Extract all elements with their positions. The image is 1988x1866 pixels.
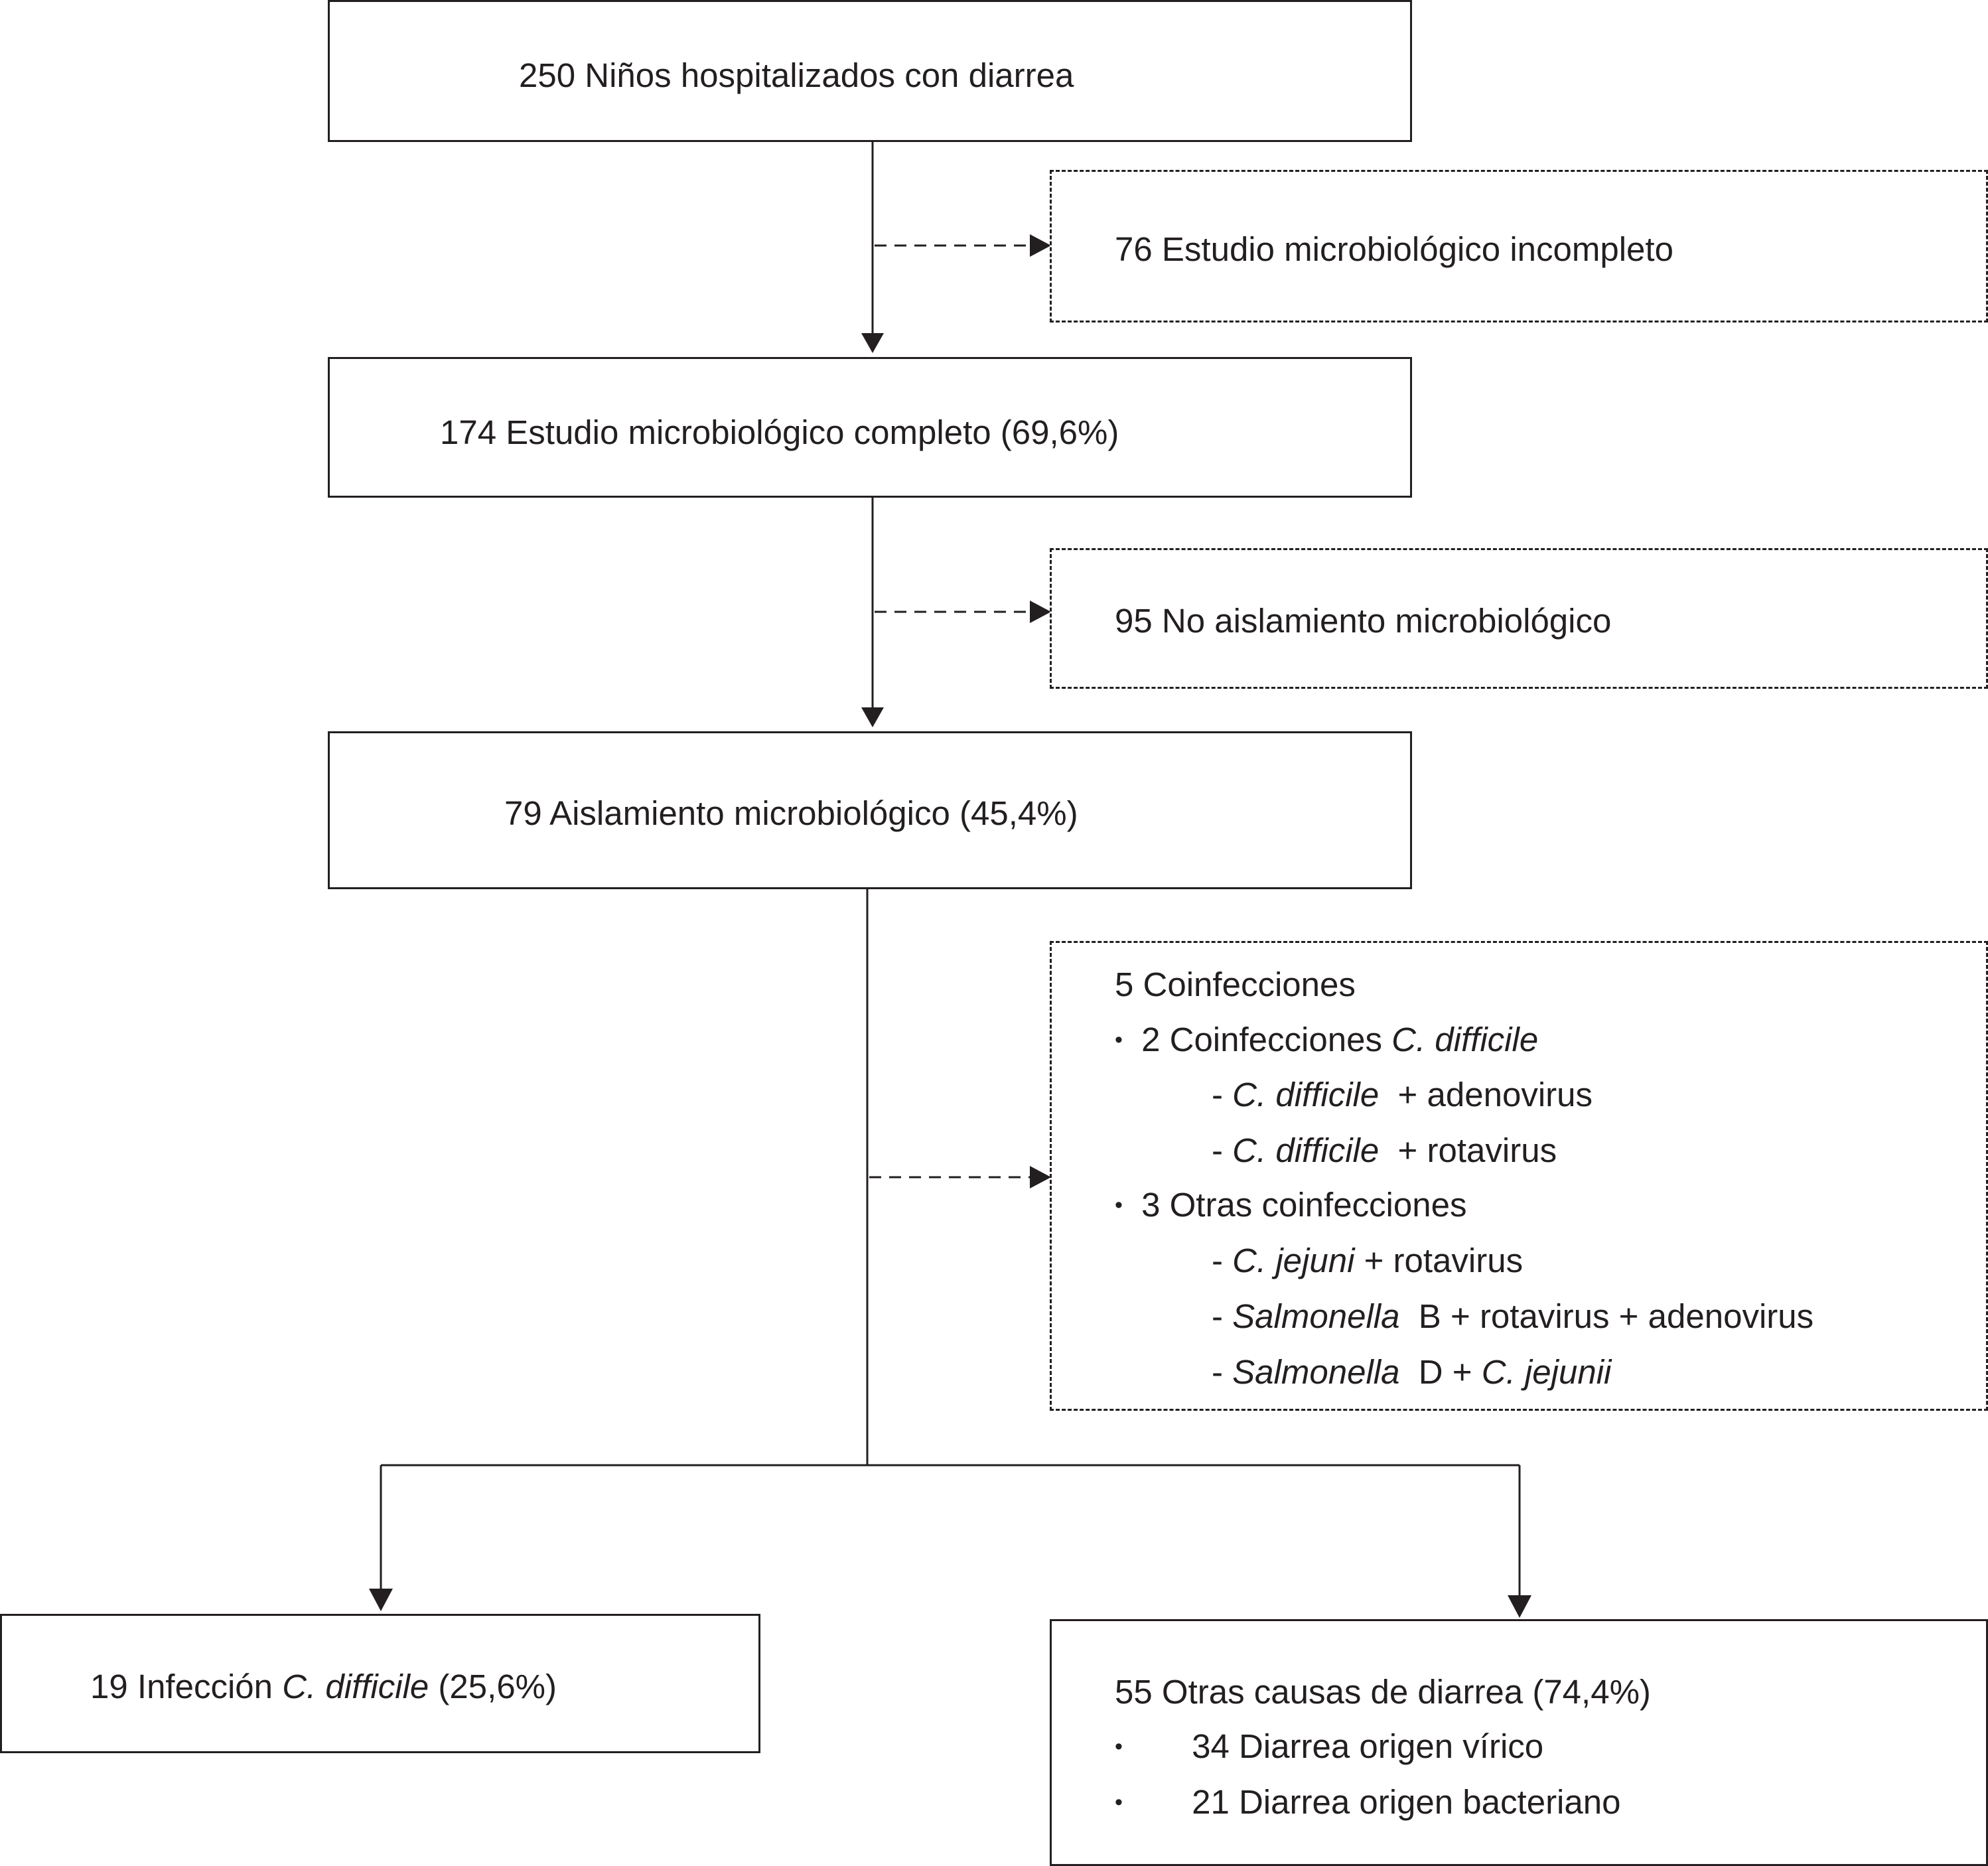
coinfection-item: - C. difficile + adenovirus [1212, 1076, 1593, 1113]
bullet: • [1115, 1192, 1123, 1218]
bullet: • [1115, 1734, 1123, 1759]
coinfection-item: - C. difficile + rotavirus [1212, 1131, 1557, 1169]
box-coinfections [1050, 941, 1988, 1411]
box-cdifficile-infection [0, 1614, 760, 1753]
box-no-isolation [1050, 548, 1988, 689]
box-no-isolation-text: 95 No aislamiento microbiológico [1115, 602, 1612, 640]
box-complete-study-text: 174 Estudio microbiológico completo (69,… [440, 413, 1119, 451]
arrowhead-b3 [861, 333, 884, 353]
bullet: • [1115, 1790, 1123, 1815]
coinfection-item: - Salmonella B + rotavirus + adenovirus [1212, 1297, 1814, 1335]
arrowhead-b5 [861, 707, 884, 727]
coinfection-item: - C. jejuni + rotavirus [1212, 1242, 1524, 1279]
other-causes-title: 55 Otras causas de diarrea (74,4%) [1115, 1673, 1651, 1711]
arrowhead-b6 [1030, 1166, 1051, 1188]
box-isolation [328, 731, 1412, 889]
box-incomplete-study-text: 76 Estudio microbiológico incompleto [1115, 230, 1673, 268]
arrowhead-b4 [1030, 601, 1051, 623]
coinfection-item: - Salmonella D + C. jejunii [1212, 1353, 1612, 1391]
box-hospitalized-children [328, 0, 1412, 142]
coinfections-group2: • 3 Otras coinfecciones [1115, 1186, 1467, 1224]
arrowhead-b8 [1508, 1595, 1531, 1618]
box-other-causes [1050, 1619, 1988, 1866]
other-causes-item: • 21 Diarrea origen bacteriano [1115, 1783, 1621, 1821]
box-hospitalized-children-text: 250 Niños hospitalizados con diarrea [519, 56, 1074, 94]
arrowhead-b2 [1030, 234, 1051, 257]
arrowhead-b7 [369, 1589, 393, 1611]
coinfections-group1: • 2 Coinfecciones C. difficile [1115, 1021, 1539, 1058]
other-causes-item: • 34 Diarrea origen vírico [1115, 1727, 1544, 1765]
box-complete-study [328, 357, 1412, 498]
bullet: • [1115, 1027, 1123, 1052]
coinfections-title: 5 Coinfecciones [1115, 966, 1356, 1003]
box-cdifficile-infection-text: 19 Infección C. difficile (25,6%) [90, 1668, 557, 1705]
box-incomplete-study [1050, 170, 1988, 323]
box-isolation-text: 79 Aislamiento microbiológico (45,4%) [504, 794, 1078, 832]
